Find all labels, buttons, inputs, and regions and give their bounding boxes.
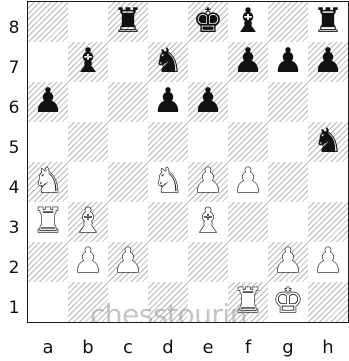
square-g5[interactable] [268, 122, 308, 162]
square-h8[interactable] [308, 2, 348, 42]
square-a8[interactable] [28, 2, 68, 42]
square-a2[interactable] [28, 242, 68, 282]
square-b6[interactable] [68, 82, 108, 122]
rank-label-1: 1 [6, 298, 22, 318]
file-label-d: d [148, 338, 188, 358]
file-label-c: c [108, 338, 148, 358]
square-f7[interactable] [228, 42, 268, 82]
square-g1[interactable] [268, 282, 308, 322]
square-h6[interactable] [308, 82, 348, 122]
square-b4[interactable] [68, 162, 108, 202]
square-b5[interactable] [68, 122, 108, 162]
file-label-h: h [308, 338, 348, 358]
square-e4[interactable] [188, 162, 228, 202]
square-f6[interactable] [228, 82, 268, 122]
square-c1[interactable] [108, 282, 148, 322]
square-e8[interactable] [188, 2, 228, 42]
square-d4[interactable] [148, 162, 188, 202]
square-h5[interactable] [308, 122, 348, 162]
square-g3[interactable] [268, 202, 308, 242]
rank-label-6: 6 [6, 98, 22, 118]
square-e1[interactable] [188, 282, 228, 322]
rank-label-2: 2 [6, 258, 22, 278]
square-a1[interactable] [28, 282, 68, 322]
square-b3[interactable] [68, 202, 108, 242]
square-e2[interactable] [188, 242, 228, 282]
file-label-e: e [188, 338, 228, 358]
square-d7[interactable] [148, 42, 188, 82]
rank-label-5: 5 [6, 138, 22, 158]
square-g7[interactable] [268, 42, 308, 82]
square-a3[interactable] [28, 202, 68, 242]
square-b7[interactable] [68, 42, 108, 82]
square-c6[interactable] [108, 82, 148, 122]
square-h3[interactable] [308, 202, 348, 242]
square-d6[interactable] [148, 82, 188, 122]
board-grid: ♜♚♝♜♝♞♟♟♟♟♟♟♞♞♞♟♟♜♝♝♟♟♟♟♜♚ [28, 2, 348, 322]
file-label-a: a [28, 338, 68, 358]
square-c7[interactable] [108, 42, 148, 82]
square-e5[interactable] [188, 122, 228, 162]
file-label-b: b [68, 338, 108, 358]
rank-label-8: 8 [6, 18, 22, 38]
square-c3[interactable] [108, 202, 148, 242]
square-d8[interactable] [148, 2, 188, 42]
square-f5[interactable] [228, 122, 268, 162]
square-g8[interactable] [268, 2, 308, 42]
square-g2[interactable] [268, 242, 308, 282]
square-c4[interactable] [108, 162, 148, 202]
square-c5[interactable] [108, 122, 148, 162]
square-h1[interactable] [308, 282, 348, 322]
square-g4[interactable] [268, 162, 308, 202]
square-f2[interactable] [228, 242, 268, 282]
file-label-f: f [228, 338, 268, 358]
square-f4[interactable] [228, 162, 268, 202]
square-c8[interactable] [108, 2, 148, 42]
square-d5[interactable] [148, 122, 188, 162]
square-b8[interactable] [68, 2, 108, 42]
square-e3[interactable] [188, 202, 228, 242]
chessboard: ♜♚♝♜♝♞♟♟♟♟♟♟♞♞♞♟♟♜♝♝♟♟♟♟♜♚ chesstourin [27, 1, 349, 323]
square-f8[interactable] [228, 2, 268, 42]
square-h7[interactable] [308, 42, 348, 82]
square-h4[interactable] [308, 162, 348, 202]
rank-label-4: 4 [6, 178, 22, 198]
square-b1[interactable] [68, 282, 108, 322]
square-a6[interactable] [28, 82, 68, 122]
rank-label-7: 7 [6, 58, 22, 78]
square-e6[interactable] [188, 82, 228, 122]
square-a4[interactable] [28, 162, 68, 202]
file-label-g: g [268, 338, 308, 358]
square-a7[interactable] [28, 42, 68, 82]
square-e7[interactable] [188, 42, 228, 82]
square-a5[interactable] [28, 122, 68, 162]
square-f3[interactable] [228, 202, 268, 242]
rank-label-3: 3 [6, 218, 22, 238]
square-d3[interactable] [148, 202, 188, 242]
square-g6[interactable] [268, 82, 308, 122]
square-d2[interactable] [148, 242, 188, 282]
square-h2[interactable] [308, 242, 348, 282]
square-b2[interactable] [68, 242, 108, 282]
square-f1[interactable] [228, 282, 268, 322]
square-c2[interactable] [108, 242, 148, 282]
square-d1[interactable] [148, 282, 188, 322]
